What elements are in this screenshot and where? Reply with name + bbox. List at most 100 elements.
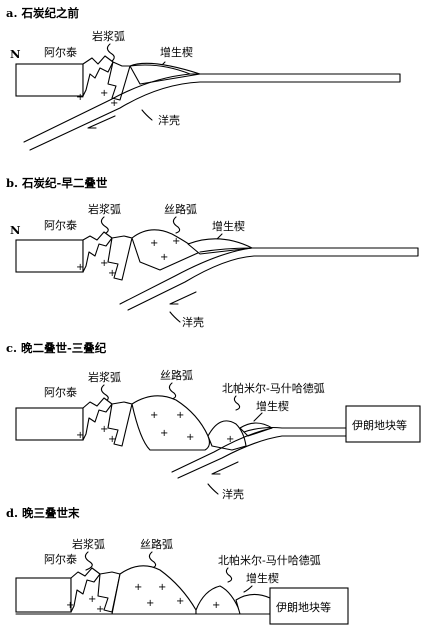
panel-d-pamir-arc-label: 北帕米尔-马什哈德弧 [218, 553, 321, 567]
panel-b-accretionary-wedge [187, 238, 253, 255]
panel-c-slab-lower [177, 435, 347, 479]
panel-b-altai-block [15, 239, 84, 273]
panel-d-altai-block [15, 577, 72, 613]
panel-a-cross: + [76, 92, 84, 103]
panel-d-iran-block-label: 伊朗地块等 [276, 600, 331, 614]
panel-b-altai-label: 阿尔泰 [44, 218, 77, 232]
panel-c-arc-fragment [107, 401, 133, 447]
panel-c-slab-upper [171, 427, 273, 473]
panel-c-cross: + [76, 430, 84, 441]
panel-d-silk-arc-leader [148, 551, 157, 569]
panel-c-iran-block-label: 伊朗地块等 [352, 418, 407, 432]
panel-a-title: a. 石炭纪之前 [6, 6, 79, 20]
panel-c-altai-block [15, 407, 84, 441]
panel-b-cross: + [100, 258, 108, 269]
panel-d-cross: + [158, 582, 166, 593]
panel-a-cross: + [100, 88, 108, 99]
panel-c-cross: + [176, 410, 184, 421]
panel-c-silk-arc-leader [168, 382, 177, 400]
panel-b-silk-road-arc [131, 229, 201, 271]
panel-a-north-label: N [10, 47, 21, 61]
panel-c-wedge-label: 增生楔 [256, 399, 289, 413]
panel-d-arc-fragment [97, 571, 121, 613]
panel-c-crust-leader [207, 483, 219, 495]
panel-b-cross: + [108, 268, 116, 279]
panel-d-wedge-leader [243, 585, 253, 593]
panel-d: d. 晚三叠世末 阿尔泰 岩浆弧 丝路弧 北帕米尔-马什哈德弧 增生楔 伊朗地块… [6, 506, 349, 625]
panel-d-cross: + [212, 600, 220, 611]
panel-d-cross: + [96, 604, 104, 615]
panel-b-wedge-label: 增生楔 [212, 219, 245, 233]
panel-a-cross: + [110, 98, 118, 109]
panel-d-magmatic-arc-label: 岩浆弧 [72, 537, 105, 551]
panel-d-iran-block [269, 587, 349, 625]
panel-c-silk-arc-label: 丝路弧 [160, 368, 193, 382]
panel-b-cross: + [160, 252, 168, 263]
panel-b-arc-fragment [107, 235, 133, 281]
panel-c-wedge-leader [253, 412, 263, 422]
panel-b-slab-upper [119, 247, 253, 305]
panel-a-crust-leader [141, 109, 153, 121]
panel-d-title: d. 晚三叠世末 [6, 506, 80, 520]
panel-c-pamir-arc-label: 北帕米尔-马什哈德弧 [222, 381, 325, 395]
panel-c-pamir-arc-leader [233, 395, 241, 411]
panel-a: a. 石炭纪之前 N 阿尔泰 岩浆弧 增生楔 洋壳 + + + [6, 6, 401, 151]
panel-d-cross: + [88, 594, 96, 605]
panel-c-oceanic-crust-label: 洋壳 [222, 487, 244, 501]
panel-d-wedge-label: 增生楔 [246, 571, 279, 585]
panel-d-magmatic-arc [70, 567, 101, 613]
panel-b-title: b. 石炭纪-早二叠世 [6, 176, 108, 190]
panel-b-north-label: N [10, 223, 21, 237]
panel-d-cross: + [134, 582, 142, 593]
panel-a-altai-label: 阿尔泰 [44, 45, 77, 59]
panel-a-wedge-label: 增生楔 [160, 45, 193, 59]
panel-c-pamir-arc [207, 420, 247, 451]
panel-c-magmatic-arc-label: 岩浆弧 [88, 370, 121, 384]
panel-c-subduction-arrow [211, 461, 239, 475]
panel-c-cross: + [186, 432, 194, 443]
panel-b-silk-arc-leader [172, 216, 181, 234]
panel-b-silk-arc-label: 丝路弧 [164, 202, 197, 216]
panel-d-cross: + [146, 598, 154, 609]
panel-a-magmatic-arc [82, 55, 114, 97]
panel-d-silk-arc-label: 丝路弧 [140, 537, 173, 551]
panel-c-magmatic-arc [82, 397, 113, 441]
panel-b-oceanic-crust-label: 洋壳 [182, 315, 204, 329]
panel-c-silk-road-arc [131, 395, 211, 451]
panel-d-cross: + [176, 596, 184, 607]
panel-a-altai-block [15, 63, 84, 97]
panel-c-cross: + [226, 434, 234, 445]
panel-b-arc-leader [100, 216, 109, 236]
panel-b-magmatic-arc [82, 231, 113, 273]
panel-c-cross: + [108, 434, 116, 445]
panel-a-arc-fragment [107, 61, 131, 101]
panel-b-subduction-arrow [169, 291, 197, 305]
panel-c-iran-block [345, 405, 421, 443]
panel-b-crust-leader [169, 311, 181, 323]
panel-c: c. 晚二叠世-三叠纪 阿尔泰 岩浆弧 丝路弧 北帕米尔-马什哈德弧 增生楔 洋… [6, 341, 421, 501]
panel-d-pamir-arc-leader [225, 567, 233, 583]
panel-b-magmatic-arc-label: 岩浆弧 [88, 202, 121, 216]
panel-a-slab-upper [23, 73, 191, 143]
panel-d-cross: + [66, 600, 74, 611]
panel-c-cross: + [160, 428, 168, 439]
panel-a-oceanic-crust-label: 洋壳 [158, 113, 180, 127]
panel-a-magmatic-arc-label: 岩浆弧 [92, 29, 125, 43]
panel-b-cross: + [76, 262, 84, 273]
panel-b-cross: + [172, 236, 180, 247]
panel-d-accretionary-wedge [235, 593, 271, 615]
panel-a-subduction-arrow [87, 115, 116, 129]
panel-c-cross: + [100, 424, 108, 435]
panel-a-slab-lower [29, 73, 401, 151]
panel-c-title: c. 晚二叠世-三叠纪 [6, 341, 107, 355]
panel-b-slab-lower [127, 247, 419, 311]
panel-c-ocean-surface [243, 426, 347, 433]
panel-a-arc-leader [106, 43, 115, 65]
panel-b: b. 石炭纪-早二叠世 N 阿尔泰 岩浆弧 丝路弧 增生楔 洋壳 + + + +… [6, 176, 419, 329]
panel-c-cross: + [150, 410, 158, 421]
panel-c-altai-label: 阿尔泰 [44, 385, 77, 399]
panel-d-arc-leader [84, 551, 93, 571]
panel-b-cross: + [150, 238, 158, 249]
